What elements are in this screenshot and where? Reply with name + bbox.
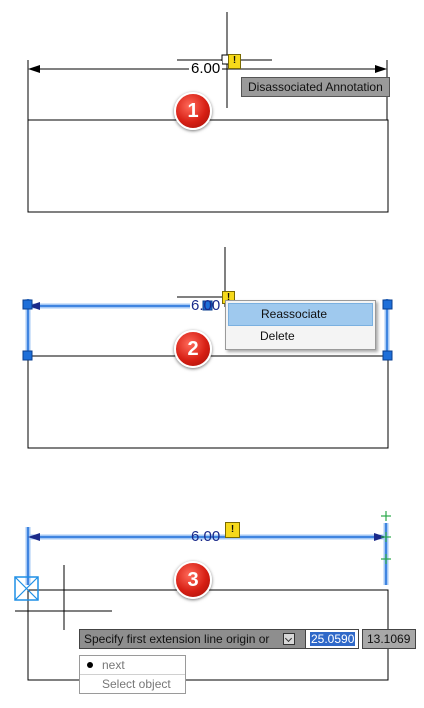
dimension-arrow-left [28, 65, 40, 73]
dimension-text[interactable]: 6.00 [191, 528, 221, 545]
dimension-text[interactable]: 6.00 [191, 297, 221, 314]
coord-y-input[interactable]: 13.1069 [362, 629, 416, 649]
grip-right-bottom[interactable] [382, 350, 393, 361]
disassociated-tooltip: Disassociated Annotation [241, 77, 390, 97]
step-1-drawing [27, 12, 389, 213]
options-dropdown-icon[interactable] [283, 632, 296, 645]
step-1-panel: 6.00 ! Disassociated Annotation 1 [0, 0, 424, 235]
dimension-arrow-right [375, 65, 387, 73]
menu-item-reassociate[interactable]: Reassociate [228, 303, 373, 326]
step-3-drawing [14, 511, 391, 681]
dimension-text[interactable]: 6.00 [189, 60, 223, 77]
step-2-panel: 6.00 ! Reassociate Delete 2 [0, 235, 424, 465]
osnap-marker-icon [14, 576, 39, 601]
coord-x-input[interactable]: 25.0590 [305, 629, 359, 649]
step-badge-1: 1 [174, 92, 212, 130]
selected-bullet-icon [87, 662, 93, 668]
option-next[interactable]: next [80, 656, 185, 675]
dynamic-options-list: next Select object [79, 655, 186, 694]
grip-left-top[interactable] [22, 299, 33, 310]
menu-item-delete[interactable]: Delete [260, 329, 295, 343]
option-select-object[interactable]: Select object [102, 677, 171, 691]
warning-icon[interactable]: ! [225, 522, 240, 538]
rectangle-object[interactable] [27, 119, 389, 213]
step-2-drawing [22, 247, 393, 449]
dimension-arrow-right [374, 533, 386, 541]
command-prompt-text: Specify first extension line origin or [84, 632, 270, 646]
dimension-arrow-left [28, 533, 40, 541]
warning-icon[interactable]: ! [228, 54, 241, 69]
step-3-panel: 6.00 ! 3 Specify first extension line or… [0, 465, 424, 708]
grip-right-top[interactable] [382, 299, 393, 310]
dimension-arrow-left [28, 302, 40, 310]
grip-plus-markers [381, 511, 391, 564]
dynamic-input-prompt: Specify first extension line origin or [79, 629, 306, 649]
grip-left-bottom[interactable] [22, 350, 33, 361]
rectangle-object[interactable] [27, 355, 389, 449]
grip-text[interactable] [202, 300, 213, 311]
context-menu: Reassociate Delete [225, 300, 376, 350]
step-badge-2: 2 [174, 330, 212, 368]
step-badge-3: 3 [174, 561, 212, 599]
